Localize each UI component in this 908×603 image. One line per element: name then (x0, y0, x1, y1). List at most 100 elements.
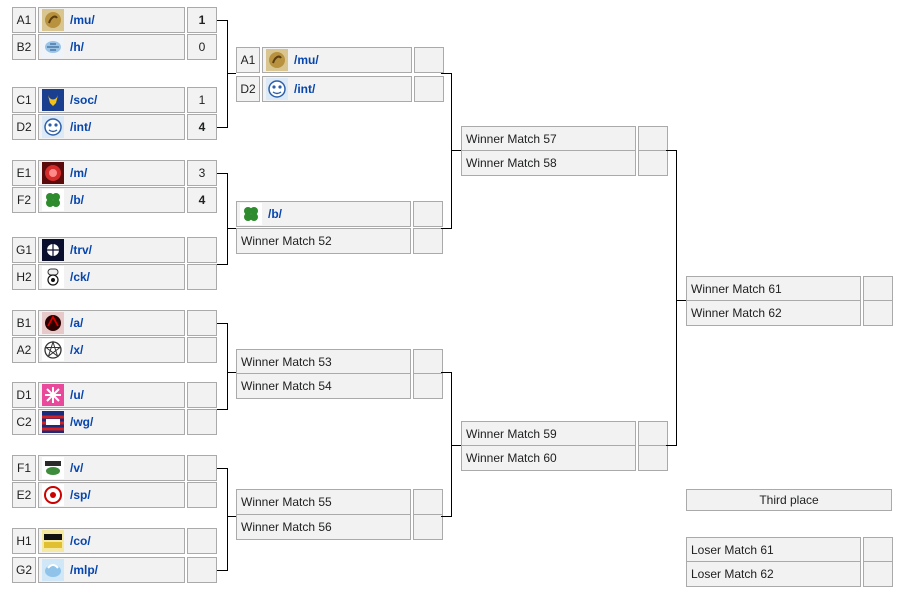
bracket-connector-line (451, 150, 461, 151)
bracket-connector-line (226, 372, 236, 373)
bracket-connector-line (666, 150, 676, 151)
team-name-link[interactable]: /m/ (70, 166, 88, 180)
seed-label: A1 (236, 47, 260, 73)
team-name-link[interactable]: /soc/ (70, 93, 98, 107)
mu-board-icon (265, 48, 289, 72)
team-cell: /sp/ (38, 482, 185, 508)
bracket-connector-line (217, 409, 227, 410)
score-cell (187, 557, 217, 583)
team-cell: Loser Match 61 (686, 537, 861, 563)
score-cell: 1 (187, 7, 217, 33)
bracket-connector-line (217, 20, 227, 21)
team-name: Winner Match 54 (241, 379, 332, 393)
score-cell (638, 150, 668, 176)
team-cell: Winner Match 55 (236, 489, 411, 515)
round2-entry: Winner Match 56 (236, 514, 443, 540)
team-cell: /a/ (38, 310, 185, 336)
team-name-link[interactable]: /trv/ (70, 243, 93, 257)
team-name-link[interactable]: /a/ (70, 316, 84, 330)
score-cell: 4 (187, 187, 217, 213)
bracket-connector-line (217, 468, 227, 469)
bracket-connector-line (451, 73, 452, 229)
team-name-link[interactable]: /ck/ (70, 270, 91, 284)
round2-entry: Winner Match 52 (236, 228, 443, 254)
team-name: Winner Match 55 (241, 495, 332, 509)
team-name-link[interactable]: /v/ (70, 461, 84, 475)
bracket-connector-line (441, 516, 451, 517)
team-cell: Winner Match 60 (461, 445, 636, 471)
score-cell (187, 337, 217, 363)
round1-entry: G2/mlp/ (12, 557, 217, 583)
bracket-connector-line (226, 468, 228, 571)
team-name-link[interactable]: /b/ (70, 193, 84, 207)
round1-entry: E2/sp/ (12, 482, 217, 508)
bracket-connector-line (226, 323, 228, 410)
team-name: Winner Match 58 (466, 156, 557, 170)
u-board-icon (41, 383, 65, 407)
team-name: Winner Match 52 (241, 234, 332, 248)
mu-board-icon (41, 8, 65, 32)
int-board-icon (41, 115, 65, 139)
seed-label: E2 (12, 482, 36, 508)
seed-label: B2 (12, 34, 36, 60)
seed-label: G1 (12, 237, 36, 263)
bracket-connector-line (441, 73, 451, 74)
m-board-icon (41, 161, 65, 185)
team-name-link[interactable]: /int/ (294, 82, 316, 96)
bracket-connector-line (451, 445, 461, 446)
score-cell (863, 537, 893, 563)
seed-label: F2 (12, 187, 36, 213)
seed-label: A1 (12, 7, 36, 33)
team-name-link[interactable]: /u/ (70, 388, 84, 402)
team-cell: Winner Match 61 (686, 276, 861, 302)
score-cell (414, 76, 444, 102)
seed-label: D2 (12, 114, 36, 140)
bracket-connector-line (226, 73, 236, 74)
bracket-connector-line (441, 228, 451, 229)
team-name-link[interactable]: /x/ (70, 343, 84, 357)
round1-entry: A2/x/ (12, 337, 217, 363)
bracket-connector-line (451, 372, 452, 517)
bracket-connector-line (217, 323, 227, 324)
score-cell (187, 310, 217, 336)
team-name: Winner Match 53 (241, 355, 332, 369)
round2-entry: Winner Match 53 (236, 349, 443, 375)
score-cell (413, 373, 443, 399)
score-cell (413, 489, 443, 515)
team-name-link[interactable]: /int/ (70, 120, 92, 134)
score-cell (187, 264, 217, 290)
team-name-link[interactable]: /h/ (70, 40, 84, 54)
round2-entry: Winner Match 54 (236, 373, 443, 399)
score-cell: 1 (187, 87, 217, 113)
round1-entry: F2/b/4 (12, 187, 217, 213)
round1-entry: B1/a/ (12, 310, 217, 336)
sp-board-icon (41, 483, 65, 507)
bracket-connector-line (217, 173, 227, 174)
quarterfinal-entry: Winner Match 58 (461, 150, 668, 176)
score-cell (638, 445, 668, 471)
team-name-link[interactable]: /sp/ (70, 488, 91, 502)
team-name-link[interactable]: /co/ (70, 534, 91, 548)
score-cell (414, 47, 444, 73)
int-board-icon (265, 77, 289, 101)
team-name-link[interactable]: /mlp/ (70, 563, 99, 577)
score-cell (413, 201, 443, 227)
team-cell: Winner Match 56 (236, 514, 411, 540)
bracket-connector-line (226, 516, 236, 517)
round1-entry: E1/m/3 (12, 160, 217, 186)
team-cell: Winner Match 62 (686, 300, 861, 326)
seed-label: B1 (12, 310, 36, 336)
team-name-link[interactable]: /mu/ (70, 13, 95, 27)
team-name-link[interactable]: /wg/ (70, 415, 94, 429)
third-place-title: Third place (686, 489, 892, 511)
score-cell (863, 276, 893, 302)
team-name: Winner Match 59 (466, 427, 557, 441)
trv-board-icon (41, 238, 65, 262)
score-cell: 0 (187, 34, 217, 60)
team-cell: /b/ (236, 201, 411, 227)
bracket-connector-line (676, 300, 686, 301)
team-name-link[interactable]: /mu/ (294, 53, 319, 67)
mlp-board-icon (41, 558, 65, 582)
seed-label: A2 (12, 337, 36, 363)
team-name-link[interactable]: /b/ (268, 207, 282, 221)
